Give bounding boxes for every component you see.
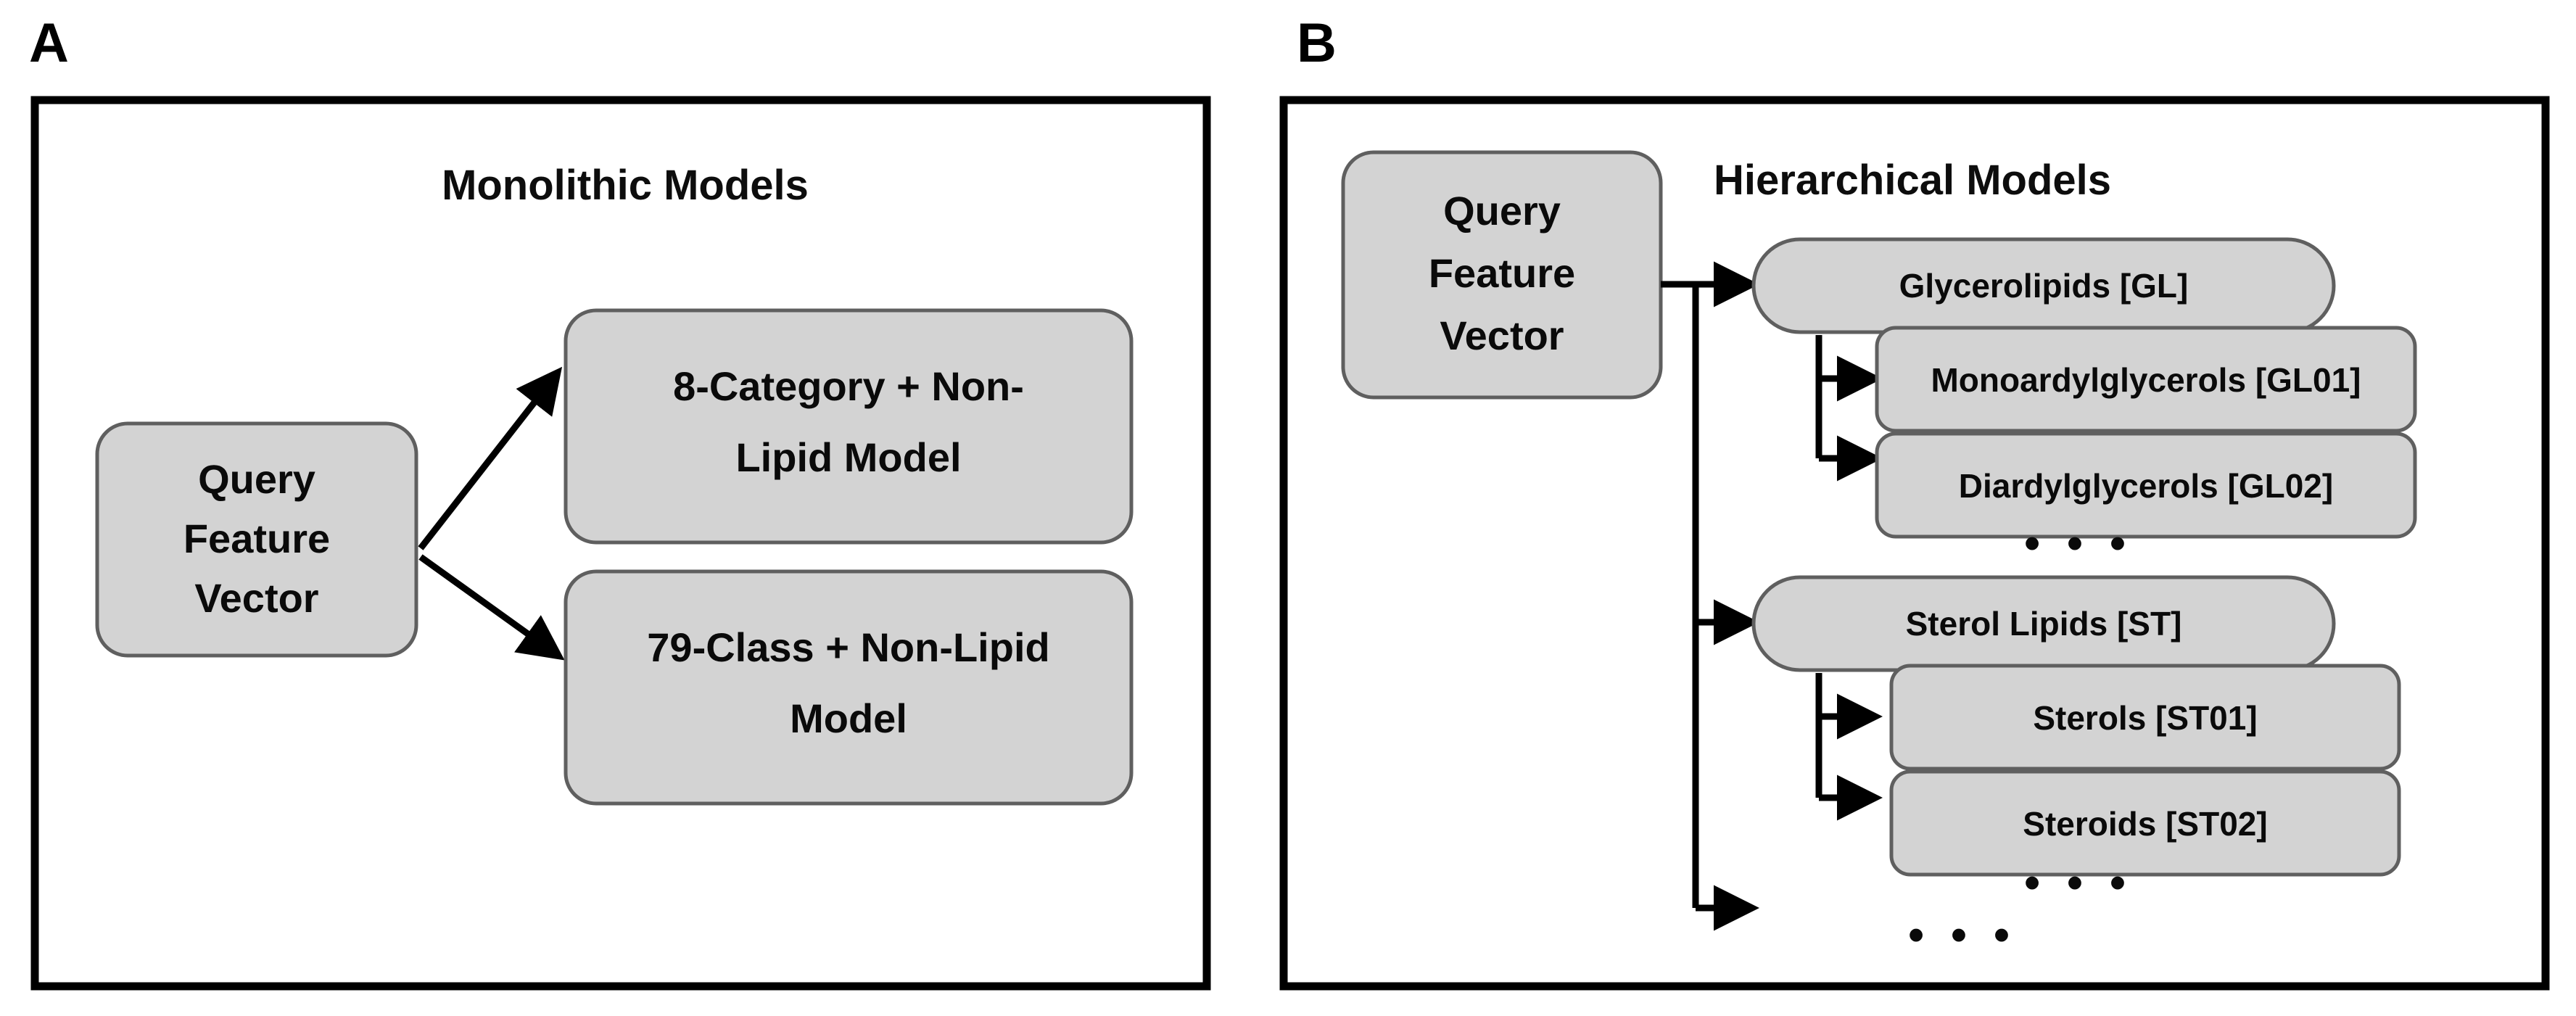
panel-a-8-category-model-node[interactable]: 8-Category + Non- Lipid Model bbox=[564, 308, 1134, 545]
panel-a-query-line-2: Feature bbox=[183, 516, 330, 561]
panel-b-diardylglycerols-label: Diardylglycerols [GL02] bbox=[1959, 467, 2333, 505]
panel-a-79-class-line-1: 79-Class + Non-Lipid bbox=[647, 624, 1049, 670]
panel-b-glycerolipids-label: Glycerolipids [GL] bbox=[1899, 267, 2189, 305]
panel-b-sterol-lipids-category-node[interactable]: Sterol Lipids [ST] bbox=[1751, 575, 2336, 672]
panel-b-query-line-1: Query bbox=[1443, 188, 1561, 234]
panel-a-8-category-box bbox=[564, 308, 1134, 545]
panel-b-diardylglycerols-box bbox=[1875, 431, 2417, 539]
panel-b-sterol-lipids-label: Sterol Lipids [ST] bbox=[1906, 605, 2182, 643]
panel-b-monoardylglycerols-node[interactable]: Monoardylglycerols [GL01] bbox=[1875, 326, 2417, 433]
panel-b-letter: B bbox=[1297, 12, 1337, 74]
panel-b-query-node-box bbox=[1341, 150, 1663, 400]
panel-b-query-line-2: Feature bbox=[1429, 250, 1575, 296]
panel-b-monoardylglycerols-box bbox=[1875, 326, 2417, 433]
panel-a-title: Monolithic Models bbox=[442, 162, 809, 209]
panel-b-sterol-lipids-children-ellipsis: • • • bbox=[2024, 858, 2133, 908]
panel-a-79-class-model-node[interactable]: 79-Class + Non-Lipid Model bbox=[564, 569, 1134, 806]
panel-a-query-line-3: Vector bbox=[194, 575, 318, 621]
panel-b-sterols-label: Sterols [ST01] bbox=[2033, 699, 2257, 737]
panel-b-sterols-node[interactable]: Sterols [ST01] bbox=[1889, 664, 2401, 771]
panel-b-steroids-label: Steroids [ST02] bbox=[2023, 805, 2267, 843]
panel-b-query-line-3: Vector bbox=[1440, 313, 1564, 358]
panel-a-letter: A bbox=[29, 12, 69, 74]
panel-a-query-line-1: Query bbox=[198, 456, 315, 502]
panel-a-79-class-line-2: Model bbox=[790, 695, 907, 741]
panel-b-steroids-node[interactable]: Steroids [ST02] bbox=[1889, 769, 2401, 877]
panel-b-monoardylglycerols-label: Monoardylglycerols [GL01] bbox=[1931, 361, 2361, 399]
panel-b-trailing-ellipsis: • • • bbox=[1908, 910, 2017, 960]
panel-a-arrow-to-79-class bbox=[418, 554, 565, 661]
panel-a-8-category-line-2: Lipid Model bbox=[735, 434, 961, 480]
panel-a-query-feature-vector-node[interactable]: Query Feature Vector bbox=[95, 421, 418, 658]
panel-b-query-feature-vector-node[interactable]: Query Feature Vector bbox=[1341, 150, 1663, 400]
panel-b-diardylglycerols-node[interactable]: Diardylglycerols [GL02] bbox=[1875, 431, 2417, 539]
panel-a-8-category-line-1: 8-Category + Non- bbox=[673, 363, 1024, 409]
panel-b-glycerolipids-children-ellipsis: • • • bbox=[2024, 519, 2133, 569]
panel-b-glycerolipids-category-node[interactable]: Glycerolipids [GL] bbox=[1751, 237, 2336, 334]
panel-b-sterols-box bbox=[1889, 664, 2401, 771]
panel-a-79-class-box bbox=[564, 569, 1134, 806]
panel-b-title: Hierarchical Models bbox=[1714, 157, 2111, 204]
panel-a-query-node-box bbox=[95, 421, 418, 658]
panel-b-steroids-box bbox=[1889, 769, 2401, 877]
panel-a-arrow-to-8-category bbox=[418, 366, 563, 550]
